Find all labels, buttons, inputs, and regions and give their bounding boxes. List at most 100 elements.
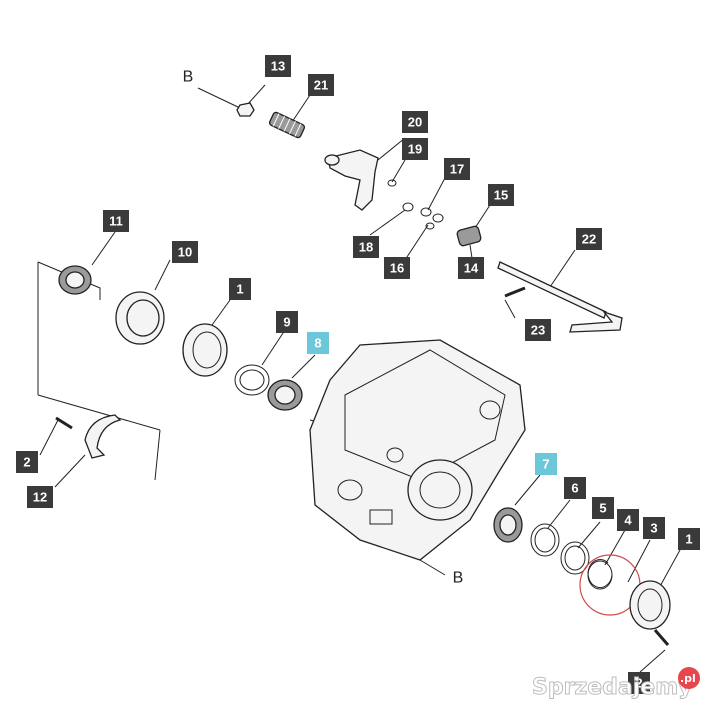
callout-3: 3 xyxy=(643,517,665,539)
part-gearbox-housing xyxy=(309,339,526,561)
part-washer-9 xyxy=(234,364,270,396)
callout-16: 16 xyxy=(384,257,410,279)
leader-1b xyxy=(657,549,681,591)
svg-text:13: 13 xyxy=(271,59,285,74)
svg-text:14: 14 xyxy=(464,261,479,276)
leader-3 xyxy=(627,539,651,583)
svg-text:10: 10 xyxy=(178,245,192,260)
part-oring-17a xyxy=(420,207,432,217)
leader-9 xyxy=(261,329,286,366)
leader-4 xyxy=(604,529,626,566)
leader-16 xyxy=(404,224,429,261)
svg-text:16: 16 xyxy=(390,261,404,276)
svg-text:15: 15 xyxy=(494,188,508,203)
callout-4: 4 xyxy=(617,509,639,531)
svg-text:9: 9 xyxy=(283,315,290,330)
leader-6 xyxy=(547,499,571,529)
part-ring-4 xyxy=(587,560,613,590)
svg-text:23: 23 xyxy=(531,323,545,338)
callout-6: 6 xyxy=(564,477,586,499)
leader-lines xyxy=(37,84,681,673)
part-cover-plate-left xyxy=(182,323,228,377)
part-oring-17b xyxy=(432,213,444,223)
svg-text:3: 3 xyxy=(650,521,657,536)
svg-text:12: 12 xyxy=(33,490,47,505)
leader-21 xyxy=(291,94,311,123)
leader-13 xyxy=(246,84,266,106)
part-bolt-left xyxy=(55,416,73,430)
part-seal-11 xyxy=(58,265,92,295)
part-cover-plate-right xyxy=(629,580,671,630)
part-washer-5 xyxy=(560,541,590,575)
svg-text:8: 8 xyxy=(314,336,321,351)
leader-15 xyxy=(474,204,491,229)
leader-2b xyxy=(639,649,666,673)
callout-12: 12 xyxy=(27,486,53,508)
svg-text:11: 11 xyxy=(109,214,123,229)
svg-text:17: 17 xyxy=(450,162,464,177)
callout-15: 15 xyxy=(488,184,514,206)
leader-b-top xyxy=(197,87,241,109)
callout-7: 7 xyxy=(535,453,557,475)
part-clamp xyxy=(84,414,122,459)
reference-letter-bottom: B xyxy=(453,570,464,587)
leader-23 xyxy=(504,299,516,319)
callout-8: 8 xyxy=(307,332,329,354)
callout-19: 19 xyxy=(402,138,428,160)
callout-1-left: 1 xyxy=(229,278,251,300)
svg-text:21: 21 xyxy=(314,78,328,93)
callout-20: 20 xyxy=(402,111,428,133)
svg-text:2: 2 xyxy=(635,676,642,691)
callout-17: 17 xyxy=(444,158,470,180)
leader-1a xyxy=(211,299,231,326)
bracket-left-lower xyxy=(37,394,161,431)
callout-2-right: 2 xyxy=(628,672,650,694)
svg-text:22: 22 xyxy=(582,232,596,247)
svg-text:1: 1 xyxy=(236,282,243,297)
part-shift-shaft xyxy=(497,261,623,333)
part-bolt-right xyxy=(653,629,670,646)
part-spring xyxy=(268,111,306,139)
watermark-suffix: .pl xyxy=(680,672,696,685)
leader-20 xyxy=(377,137,406,161)
part-nut xyxy=(236,102,255,117)
callout-18: 18 xyxy=(353,236,379,258)
watermark-text: Sprzedajemy xyxy=(532,675,693,700)
callout-13: 13 xyxy=(265,55,291,77)
callout-5: 5 xyxy=(592,497,614,519)
svg-text:6: 6 xyxy=(571,481,578,496)
leader-10 xyxy=(154,259,171,291)
leader-18 xyxy=(369,209,406,236)
svg-text:20: 20 xyxy=(408,115,422,130)
watermark-badge xyxy=(678,667,700,689)
svg-text:4: 4 xyxy=(624,513,632,528)
part-washer-6 xyxy=(530,523,560,557)
callout-23: 23 xyxy=(525,319,551,341)
reference-letter-top: B xyxy=(183,69,194,86)
bracket-left-upper xyxy=(37,261,101,300)
leader-b-bottom xyxy=(419,559,446,576)
svg-text:19: 19 xyxy=(408,142,422,157)
part-bushing xyxy=(456,225,482,247)
callout-1-right: 1 xyxy=(678,528,700,550)
callout-10: 10 xyxy=(172,241,198,263)
callout-21: 21 xyxy=(308,74,334,96)
bracket-right-vertical xyxy=(154,429,161,481)
part-pin xyxy=(504,286,526,298)
svg-text:2: 2 xyxy=(23,455,30,470)
leader-19 xyxy=(391,159,406,183)
callout-22: 22 xyxy=(576,228,602,250)
leader-12 xyxy=(54,454,86,488)
svg-text:1: 1 xyxy=(685,532,692,547)
callout-2-left: 2 xyxy=(16,451,38,473)
callout-14: 14 xyxy=(458,257,484,279)
leader-8 xyxy=(291,354,316,379)
callout-11: 11 xyxy=(103,210,129,232)
watermark: Sprzedajemy .pl xyxy=(532,667,700,701)
leader-14 xyxy=(469,244,473,259)
svg-text:7: 7 xyxy=(542,457,549,472)
part-seal-8 xyxy=(267,379,303,411)
leader-2a xyxy=(39,419,59,456)
